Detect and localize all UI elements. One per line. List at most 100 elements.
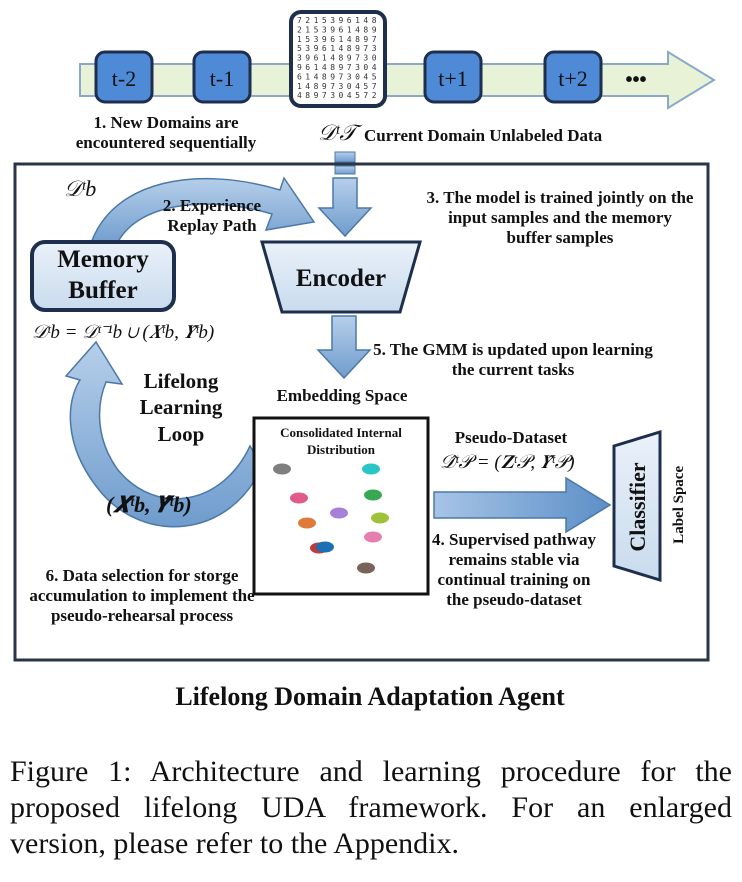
digit-sample: 2: [297, 25, 302, 34]
digit-sample: 1: [339, 35, 344, 44]
digit-sample: 3: [355, 63, 360, 72]
domain-to-encoder-arrow: [317, 151, 373, 238]
gmm-cluster: [364, 531, 382, 543]
digit-sample: 4: [355, 25, 360, 34]
timeline-arrow: [79, 50, 716, 110]
digit-sample: 5: [305, 35, 310, 44]
digit-sample: 9: [330, 72, 335, 81]
digit-sample: 4: [347, 35, 352, 44]
digit-sample: 7: [372, 82, 377, 91]
timeline-step-label: t-1: [210, 66, 234, 91]
gmm-cluster: [273, 463, 291, 475]
pseudo-dataset-label: Pseudo-Dataset: [454, 428, 568, 447]
digit-sample: 1: [305, 25, 310, 34]
digit-sample: 8: [347, 44, 352, 53]
gmm-clusters: [273, 463, 389, 574]
digit-sample: 9: [372, 25, 377, 34]
digit-sample: 4: [363, 16, 368, 25]
digit-sample: 6: [297, 72, 302, 81]
digit-sample: 3: [305, 44, 310, 53]
step5-label: 5. The GMM is updated upon learning the …: [373, 340, 653, 380]
digit-sample: 3: [330, 91, 335, 100]
digit-sample: 1: [305, 72, 310, 81]
selected-samples-formula: (𝑿ᵗb, 𝒀̂ᵗb): [106, 492, 192, 517]
digit-sample: 2: [305, 16, 310, 25]
digit-sample: 7: [322, 91, 327, 100]
classifier-label: Classifier: [625, 462, 651, 552]
encoder-label: Encoder: [295, 265, 387, 292]
memory-buffer-label: Memory Buffer: [57, 246, 149, 305]
memory-buffer-box: [30, 240, 176, 312]
digit-sample: 1: [297, 82, 302, 91]
digit-sample: 4: [314, 72, 319, 81]
digit-sample: 3: [322, 25, 327, 34]
pseudo-dataset-formula: 𝒟̂ᵗ𝒫 = (𝐙ᵗ𝒫, 𝒀̂ᵗ𝒫): [440, 452, 575, 473]
digit-sample: 7: [347, 63, 352, 72]
digit-sample: 7: [330, 82, 335, 91]
loop-label: Lifelong Learning Loop: [139, 369, 223, 446]
timeline-step-label: t+2: [558, 66, 588, 91]
digit-sample: 4: [322, 63, 327, 72]
digit-sample: 0: [339, 91, 344, 100]
digit-sample: 3: [339, 82, 344, 91]
lifelong-loop-arrow: [64, 340, 263, 528]
digit-sample: 7: [297, 16, 302, 25]
current-domain-symbol: 𝒟ᵗ𝒯: [318, 120, 357, 145]
digit-sample: 8: [330, 63, 335, 72]
digit-sample: 6: [322, 44, 327, 53]
digit-sample: 9: [339, 16, 344, 25]
digit-sample: 6: [314, 54, 319, 63]
digit-sample: 7: [355, 54, 360, 63]
timeline-step-box: [192, 50, 252, 104]
timeline-step-label: t-2: [112, 66, 136, 91]
digit-sample: 1: [330, 44, 335, 53]
digit-sample: 9: [322, 35, 327, 44]
figure-caption: Figure 1: Architecture and learning proc…: [10, 755, 732, 860]
digit-sample: 0: [372, 54, 377, 63]
step2-label: 2. Experience Replay Path: [162, 196, 262, 236]
digit-sample: 9: [305, 54, 310, 63]
step4-label: 4. Supervised pathway remains stable via…: [432, 530, 596, 610]
digit-sample: 5: [297, 44, 302, 53]
digit-sample: 1: [347, 25, 352, 34]
step6-label: 6. Data selection for storge accumulatio…: [29, 566, 255, 626]
classifier-shape: [612, 429, 662, 583]
digit-sample: 1: [322, 54, 327, 63]
step1-label: 1. New Domains are encountered sequentia…: [75, 113, 257, 153]
digit-sample: 9: [314, 44, 319, 53]
digit-sample: 3: [330, 16, 335, 25]
digit-sample: 2: [372, 91, 377, 100]
embedding-space-label: Embedding Space: [276, 386, 408, 405]
digit-sample: 9: [330, 25, 335, 34]
gmm-cluster: [371, 512, 389, 524]
digit-sample: 7: [372, 35, 377, 44]
timeline-step-box: [543, 50, 603, 104]
gmm-cluster: [357, 562, 375, 574]
digit-sample: 4: [330, 54, 335, 63]
digit-sample: 1: [314, 16, 319, 25]
digit-sample: 1: [297, 35, 302, 44]
timeline-ellipsis: •••: [625, 69, 646, 91]
digit-sample: 5: [363, 82, 368, 91]
experience-replay-arrow: [88, 176, 316, 247]
encoder-shape: [260, 240, 422, 314]
gmm-cluster: [330, 507, 348, 519]
current-domain-label: Current Domain Unlabeled Data: [364, 126, 603, 145]
timeline-step-label: t+1: [438, 66, 468, 91]
digit-sample: 5: [322, 16, 327, 25]
digit-sample: 9: [314, 91, 319, 100]
digit-sample: 1: [314, 63, 319, 72]
digit-sample: 1: [355, 16, 360, 25]
distribution-box: [252, 416, 430, 596]
agent-title: Lifelong Domain Adaptation Agent: [175, 682, 565, 711]
digit-sample: 7: [363, 44, 368, 53]
digit-sample: 8: [372, 16, 377, 25]
digit-sample: 6: [305, 63, 310, 72]
digit-sample: 8: [322, 72, 327, 81]
gmm-cluster: [316, 541, 334, 553]
digit-sample: 4: [355, 82, 360, 91]
digit-sample: 3: [297, 54, 302, 63]
digit-sample: 7: [339, 72, 344, 81]
